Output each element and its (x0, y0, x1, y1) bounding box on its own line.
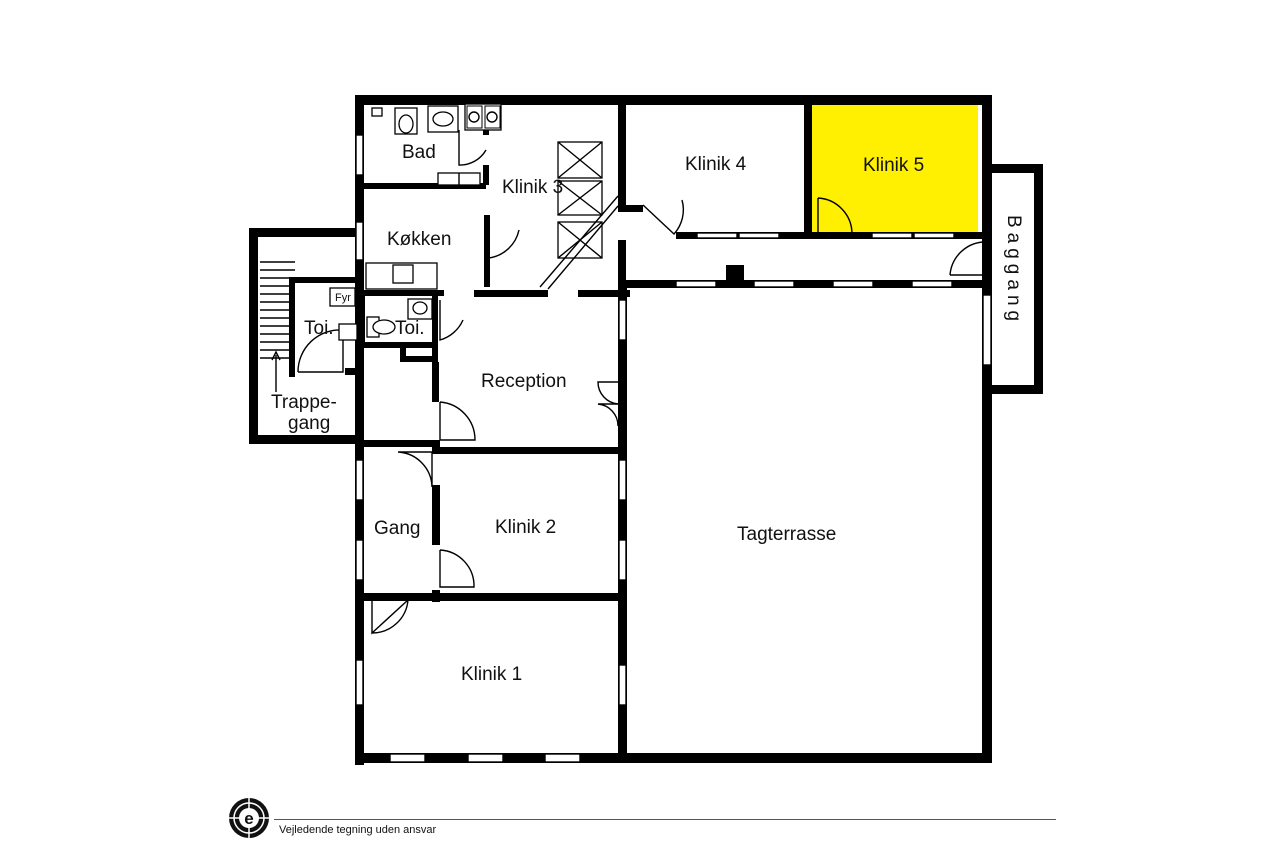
label-klinik-1: Klinik 1 (461, 664, 522, 685)
klinik-5-highlight (810, 105, 978, 233)
label-baggang: Baggang (1003, 215, 1024, 326)
windows (355, 134, 992, 763)
stairs (260, 261, 295, 392)
label-gang: Gang (374, 518, 420, 539)
logo-icon: e (229, 798, 269, 838)
fixtures (329, 103, 619, 341)
label-kokken: Køkken (387, 229, 451, 250)
disclaimer-text: Vejledende tegning uden ansvar (279, 824, 437, 836)
label-toi-right: Toi. (395, 318, 425, 339)
footer: e Vejledende tegning uden ansvar (228, 797, 1058, 847)
label-klinik-3: Klinik 3 (502, 177, 563, 198)
label-reception: Reception (481, 371, 567, 392)
footer-rule (274, 819, 1056, 820)
label-trappegang-2: gang (288, 413, 330, 434)
label-klinik-2: Klinik 2 (495, 517, 556, 538)
label-fyr: Fyr (335, 292, 351, 304)
label-klinik-4: Klinik 4 (685, 154, 747, 175)
label-klinik-5: Klinik 5 (863, 155, 924, 176)
label-bad: Bad (402, 142, 436, 163)
label-toi-left: Toi. (304, 318, 334, 339)
label-trappegang-1: Trappe- (271, 392, 337, 413)
label-tagterrasse: Tagterrasse (737, 524, 836, 545)
logo-letter: e (244, 809, 253, 828)
